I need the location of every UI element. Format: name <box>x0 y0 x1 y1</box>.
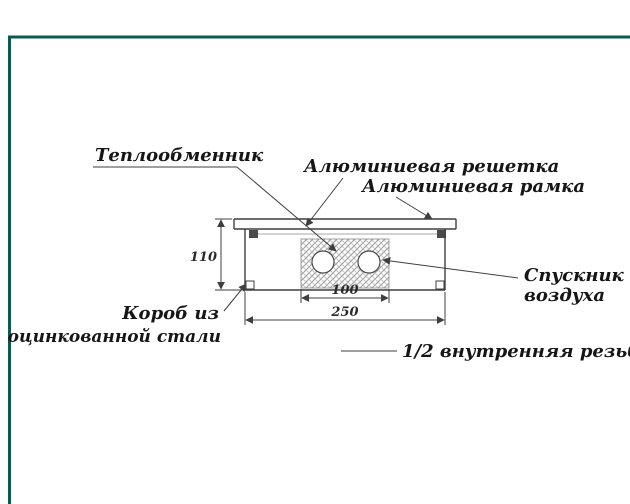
frame-clip-right <box>437 230 446 238</box>
dimension-grille-100: 100 <box>300 283 390 303</box>
label-air-vent-line2: воздуха <box>524 285 605 306</box>
dimension-height-110: 110 <box>190 218 243 291</box>
heat-exchanger-block <box>300 238 390 289</box>
dim-value-width: 250 <box>330 305 358 320</box>
aluminum-frame-band <box>233 218 457 238</box>
label-aluminum-frame: Алюминиевая рамка <box>360 176 585 197</box>
label-aluminum-grille: Алюминиевая решетка <box>302 156 559 177</box>
label-internal-thread: 1/2 внутренняя резьба <box>402 341 630 362</box>
galvanized-box-leader <box>223 283 247 312</box>
page-border <box>8 35 630 504</box>
callout-labels: Теплообменник Алюминиевая решетка Алюмин… <box>8 145 630 362</box>
dimension-width-250: 250 <box>244 292 446 325</box>
aluminum-frame-leader <box>395 196 433 220</box>
body-corner-tab-left <box>245 280 255 290</box>
air-vent-leader <box>382 256 519 279</box>
label-galvanized-box-line2: оцинкованной стали <box>8 327 221 347</box>
heat-exchanger-leader <box>236 166 337 252</box>
frame-clip-left <box>249 230 258 238</box>
aluminum-grille-leader <box>305 177 344 227</box>
leader-lines <box>93 166 519 352</box>
convector-body <box>244 229 446 291</box>
dim-value-grille: 100 <box>331 283 358 298</box>
body-corner-tab-right <box>435 280 445 290</box>
heat-exchanger-pipe-left <box>311 250 335 274</box>
heat-exchanger-pipe-right <box>357 250 381 274</box>
label-galvanized-box-line1: Короб из <box>121 303 219 324</box>
label-air-vent-line1: Спускник <box>524 265 625 286</box>
dim-value-height: 110 <box>190 250 217 265</box>
label-heat-exchanger: Теплообменник <box>95 145 264 166</box>
